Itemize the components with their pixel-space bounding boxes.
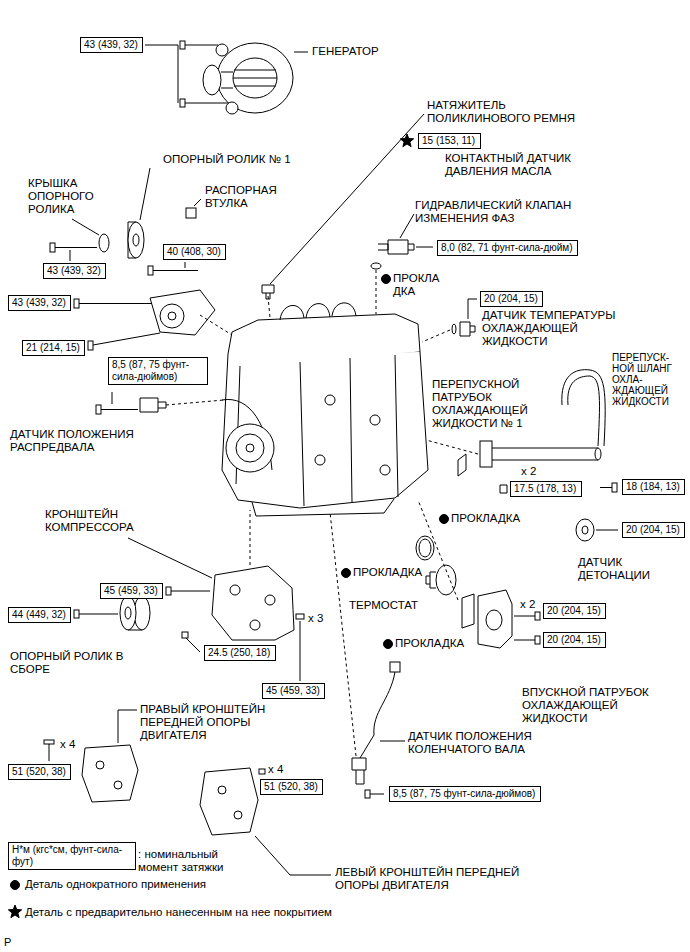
quantity-label: x 2: [521, 465, 536, 478]
legend-entry: Деталь с предварительно нанесенным на не…: [25, 906, 332, 919]
part-label: ЛЕВЫЙ КРОНШТЕЙН ПЕРЕДНЕЙ ОПОРЫ ДВИГАТЕЛЯ: [335, 866, 550, 892]
part-label: ВПУСКНОЙ ПАТРУБОК ОХЛАЖДАЮЩЕЙ ЖИДКОСТИ: [522, 686, 672, 725]
quantity-label: P: [4, 936, 11, 948]
torque-box: 51 (520, 38): [8, 764, 71, 780]
torque-value: 17.5 (178, 13): [514, 483, 578, 495]
part-label: ОПОРНЫЙ РОЛИК № 1: [163, 153, 291, 166]
torque-box: 43 (439, 32): [80, 37, 143, 53]
part-label: ПРОКЛА ДКА: [393, 272, 443, 298]
part-label: ПЕРЕПУСК- НОЙ ШЛАНГ ОХЛА- ЖДАЮЩЕЙ ЖИДКОС…: [612, 352, 682, 407]
torque-value: 43 (439, 32): [84, 39, 139, 51]
legend-box: Н*м (кгс*см, фунт-сила-фут): [8, 842, 136, 870]
torque-value: 15 (153, 11): [422, 135, 477, 147]
torque-box: 15 (153, 11): [418, 133, 481, 149]
part-label: ПРАВЫЙ КРОНШТЕЙН ПЕРЕДНЕЙ ОПОРЫ ДВИГАТЕЛ…: [140, 703, 275, 742]
part-label: ГЕНЕРАТОР: [312, 45, 379, 58]
part-label: ДАТЧИК ПОЛОЖЕНИЯ КОЛЕНЧАТОГО ВАЛА: [408, 730, 588, 756]
part-label: ГИДРАВЛИЧЕСКИЙ КЛАПАН ИЗМЕНЕНИЯ ФАЗ: [415, 199, 595, 225]
torque-box: 8,0 (82, 71 фунт-сила-дюйм): [437, 240, 578, 256]
torque-box: 43 (439, 32): [8, 295, 71, 311]
part-label: ТЕРМОСТАТ: [349, 599, 418, 612]
torque-value: 24.5 (250, 18): [208, 647, 272, 659]
part-label: КОНТАКТНЫЙ ДАТЧИК ДАВЛЕНИЯ МАСЛА: [445, 152, 615, 178]
torque-value: Н*м (кгс*см, фунт-сила-фут): [12, 844, 132, 868]
part-label: РАСПОРНАЯ ВТУЛКА: [205, 184, 295, 210]
part-label: ПРОКЛАДКА: [353, 566, 422, 579]
torque-box: 43 (439, 32): [43, 263, 106, 279]
torque-value: 40 (408, 30): [167, 246, 222, 258]
torque-value: 20 (204, 15): [626, 524, 681, 536]
torque-box: 45 (459, 33): [262, 683, 325, 699]
torque-box: 21 (214, 15): [22, 340, 85, 356]
torque-value: 18 (184, 13): [626, 481, 681, 493]
quantity-label: x 4: [60, 738, 75, 751]
torque-value: 21 (214, 15): [26, 342, 81, 354]
legend-text: Деталь с предварительно нанесенным на не…: [25, 906, 332, 918]
part-label: КРЫШКА ОПОРНОГО РОЛИКА: [28, 177, 103, 216]
torque-box: 40 (408, 30): [163, 244, 226, 260]
torque-value: 20 (204, 15): [547, 634, 602, 646]
part-label: ДАТЧИК ДЕТОНАЦИИ: [578, 556, 678, 582]
torque-box: 20 (204, 15): [480, 291, 543, 307]
part-label: ПРОКЛАДКА: [451, 512, 520, 525]
torque-value: 20 (204, 15): [484, 293, 539, 305]
torque-box: 20 (204, 15): [543, 632, 606, 648]
part-label: : номинальный момент затяжки: [138, 848, 248, 874]
legend-text: Деталь однократного применения: [25, 878, 206, 890]
part-label: НАТЯЖИТЕЛЬ ПОЛИКЛИНОВОГО РЕМНЯ: [427, 99, 602, 125]
torque-box: 20 (204, 15): [543, 603, 606, 619]
torque-box: 17.5 (178, 13): [510, 481, 582, 497]
torque-value: 43 (439, 32): [47, 265, 102, 277]
torque-box: 8,5 (87, 75 фунт-сила-дюймов): [108, 357, 208, 385]
torque-value: 44 (449, 32): [12, 609, 67, 621]
torque-box: 24.5 (250, 18): [204, 645, 276, 661]
torque-value: 45 (459, 33): [104, 585, 159, 597]
part-label: ДАТЧИК ПОЛОЖЕНИЯ РАСПРЕДВАЛА: [10, 428, 160, 454]
quantity-label: x 2: [520, 598, 535, 611]
legend-entry: Деталь однократного применения: [25, 878, 206, 891]
torque-box: 44 (449, 32): [8, 607, 71, 623]
torque-box: 45 (459, 33): [100, 583, 163, 599]
torque-box: 18 (184, 13): [622, 479, 685, 495]
torque-value: 51 (520, 38): [12, 766, 67, 778]
part-label: ДАТЧИК ТЕМПЕРАТУРЫ ОХЛАЖДАЮЩЕЙ ЖИДКОСТИ: [482, 309, 632, 348]
part-label: КРОНШТЕЙН КОМПРЕССОРА: [45, 508, 155, 534]
quantity-label: x 3: [308, 612, 323, 625]
quantity-label: x 4: [268, 763, 283, 776]
torque-value: 8,5 (87, 75 фунт-сила-дюймов): [112, 359, 204, 383]
part-label: ПЕРЕПУСКНОЙ ПАТРУБОК ОХЛАЖДАЮЩЕЙ ЖИДКОСТ…: [432, 378, 562, 430]
part-label: ОПОРНЫЙ РОЛИК В СБОРЕ: [10, 650, 135, 676]
torque-box: 8,5 (87, 75 фунт-сила-дюймов): [389, 786, 541, 802]
torque-value: 51 (520, 38): [264, 781, 319, 793]
part-label: ПРОКЛАДКА: [395, 637, 464, 650]
torque-value: 20 (204, 15): [547, 605, 602, 617]
torque-value: 8,0 (82, 71 фунт-сила-дюйм): [441, 242, 574, 254]
torque-value: 8,5 (87, 75 фунт-сила-дюймов): [393, 788, 537, 800]
torque-box: 20 (204, 15): [622, 522, 685, 538]
torque-value: 43 (439, 32): [12, 297, 67, 309]
torque-box: 51 (520, 38): [260, 779, 323, 795]
torque-value: 45 (459, 33): [266, 685, 321, 697]
